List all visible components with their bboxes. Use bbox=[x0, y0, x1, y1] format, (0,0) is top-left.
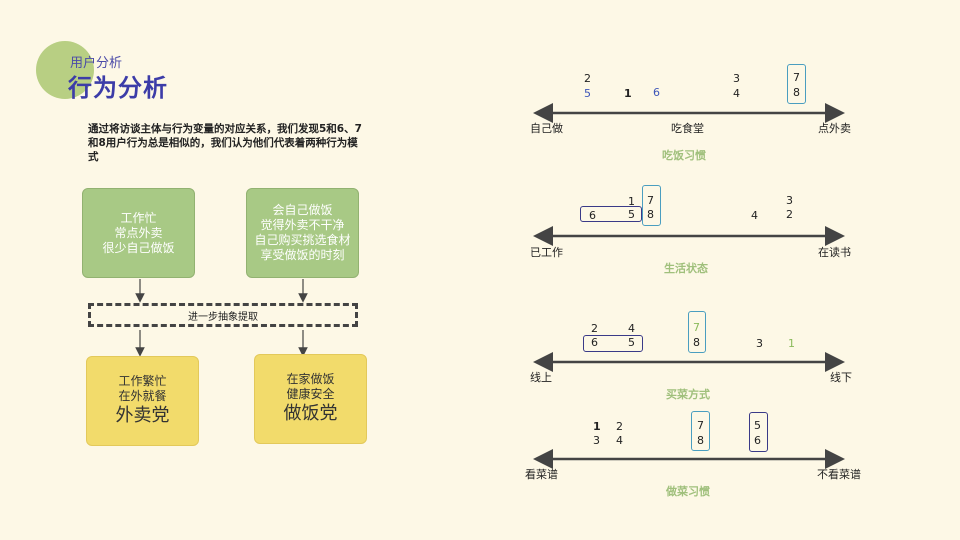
user-number: 3 bbox=[593, 434, 600, 447]
axis-eating-caption: 吃饭习惯 bbox=[662, 149, 706, 162]
axis-eating-left-label: 自己做 bbox=[530, 122, 563, 135]
user-number: 4 bbox=[751, 209, 758, 222]
axis-life-caption: 生活状态 bbox=[664, 262, 708, 275]
user-number: 6 bbox=[754, 434, 761, 447]
axis-life-left-label: 已工作 bbox=[530, 246, 563, 259]
result-takeout-desc: 工作繁忙 在外就餐 bbox=[118, 374, 167, 403]
user-number: 2 bbox=[584, 72, 591, 85]
group-box-56 bbox=[580, 206, 642, 222]
user-number: 7 bbox=[693, 321, 700, 334]
user-number: 7 bbox=[647, 194, 654, 207]
result-cooking-desc: 在家做饭 健康安全 bbox=[286, 372, 335, 401]
user-number: 5 bbox=[628, 336, 635, 349]
user-number: 4 bbox=[733, 87, 740, 100]
user-number: 5 bbox=[628, 208, 635, 221]
user-number: 8 bbox=[647, 208, 654, 221]
header-decor-circle bbox=[36, 41, 94, 99]
user-number: 6 bbox=[589, 209, 596, 222]
section-subtitle: 用户分析 bbox=[70, 56, 123, 71]
axis-cook-left-label: 看菜谱 bbox=[525, 468, 558, 481]
user-number: 2 bbox=[616, 420, 623, 433]
user-number: 4 bbox=[628, 322, 635, 335]
result-box-cooking: 在家做饭 健康安全 做饭党 bbox=[254, 354, 367, 444]
group-box-78 bbox=[691, 411, 710, 451]
behavior-box-cook: 会自己做饭 觉得外卖不干净 自己购买挑选食材 享受做饭的时刻 bbox=[246, 188, 359, 278]
group-box-56 bbox=[583, 335, 643, 352]
user-number: 2 bbox=[591, 322, 598, 335]
result-box-takeout: 工作繁忙 在外就餐 外卖党 bbox=[86, 356, 199, 446]
user-number: 7 bbox=[793, 71, 800, 84]
axis-eating-right-label: 点外卖 bbox=[818, 122, 851, 135]
user-number: 4 bbox=[616, 434, 623, 447]
user-number: 5 bbox=[754, 419, 761, 432]
abstraction-box: 进一步抽象提取 bbox=[88, 303, 358, 327]
user-number: 5 bbox=[584, 87, 591, 100]
user-number: 3 bbox=[786, 194, 793, 207]
user-number: 2 bbox=[786, 208, 793, 221]
user-number: 1 bbox=[593, 420, 601, 433]
result-cooking-title: 做饭党 bbox=[283, 403, 338, 424]
group-box-56 bbox=[749, 412, 768, 452]
user-number: 6 bbox=[591, 336, 598, 349]
axis-buy-caption: 买菜方式 bbox=[666, 388, 710, 401]
description-text: 通过将访谈主体与行为变量的对应关系，我们发现5和6、7和8用户行为总是相似的，我… bbox=[88, 123, 362, 163]
user-number: 7 bbox=[697, 419, 704, 432]
axis-life-right-label: 在读书 bbox=[818, 246, 851, 259]
user-number: 3 bbox=[756, 337, 763, 350]
abstraction-label: 进一步抽象提取 bbox=[188, 311, 258, 323]
user-number: 1 bbox=[628, 195, 635, 208]
group-box-78 bbox=[642, 185, 661, 226]
behavior-box-busy: 工作忙 常点外卖 很少自己做饭 bbox=[82, 188, 195, 278]
page-title: 行为分析 bbox=[68, 74, 168, 102]
user-number: 8 bbox=[697, 434, 704, 447]
axis-cook-caption: 做菜习惯 bbox=[666, 485, 710, 498]
axis-buy-left-label: 线上 bbox=[530, 371, 552, 384]
user-number: 8 bbox=[793, 86, 800, 99]
axis-cook-right-label: 不看菜谱 bbox=[817, 468, 861, 481]
group-box-78 bbox=[688, 311, 706, 353]
user-number: 1 bbox=[624, 87, 632, 100]
axis-buy-right-label: 线下 bbox=[830, 371, 852, 384]
user-number: 3 bbox=[733, 72, 740, 85]
axis-eating-mid-label: 吃食堂 bbox=[671, 122, 704, 135]
group-box-78 bbox=[787, 64, 806, 104]
result-takeout-title: 外卖党 bbox=[115, 405, 170, 426]
user-number: 6 bbox=[653, 86, 660, 99]
user-number: 8 bbox=[693, 336, 700, 349]
user-number: 1 bbox=[788, 337, 795, 350]
